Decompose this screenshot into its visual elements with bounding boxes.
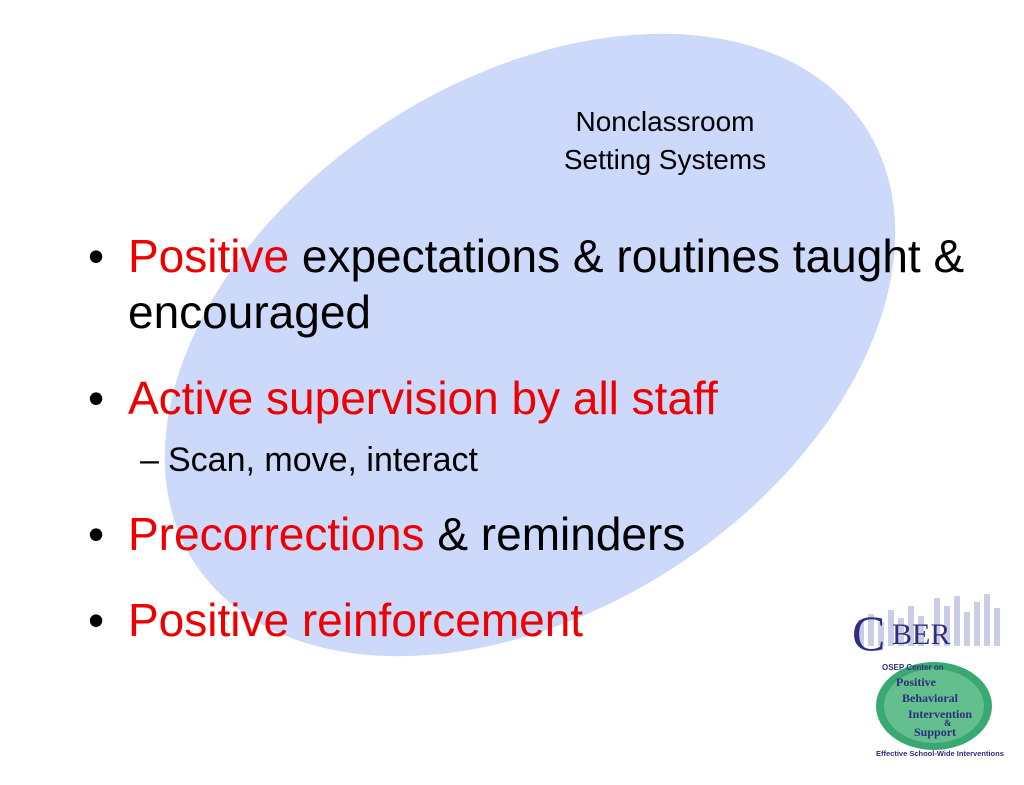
bullet-item: • Positive expectations & routines taugh… xyxy=(88,228,988,340)
bullet-dot: • xyxy=(88,372,105,424)
cber-text: BER xyxy=(892,618,950,651)
bullet-dot: • xyxy=(88,230,105,282)
bullet-text: & reminders xyxy=(437,508,686,560)
pbis-behavioral: Behavioral xyxy=(902,691,959,705)
bullet-red-text: Positive xyxy=(128,230,290,282)
bullet-dot: • xyxy=(88,594,105,646)
sub-bullet-text: Scan, move, interact xyxy=(168,441,478,479)
bullet-item: • Positive reinforcement xyxy=(88,592,988,648)
pbis-ampersand: & xyxy=(944,718,952,728)
cber-c-letter: C xyxy=(852,605,885,661)
sub-bullet-dash: – xyxy=(140,441,159,479)
bullet-red-text: Active supervision by all staff xyxy=(128,372,718,424)
bullet-dot: • xyxy=(88,508,105,560)
sub-bullet-item: – Scan, move, interact xyxy=(88,438,988,482)
pbis-intervention: Intervention xyxy=(908,707,972,721)
cber-pbis-logo: C BER OSEP Center on Positive Behavioral… xyxy=(852,594,1004,758)
slide-title: Nonclassroom Setting Systems xyxy=(520,103,810,179)
bullet-red-text: Precorrections xyxy=(128,508,425,560)
bullet-item: • Precorrections & reminders xyxy=(88,506,988,562)
osep-text: OSEP Center on xyxy=(882,663,944,672)
pbis-support: Support xyxy=(914,725,956,739)
bullet-list: • Positive expectations & routines taugh… xyxy=(88,228,988,648)
pbis-tagline: Effective School-Wide Interventions xyxy=(876,749,1004,758)
pbis-positive: Positive xyxy=(896,675,937,689)
title-line-1: Nonclassroom xyxy=(575,106,755,137)
title-line-2: Setting Systems xyxy=(563,144,767,175)
pbis-circle-inner xyxy=(884,669,984,743)
bullet-red-text: Positive reinforcement xyxy=(128,594,584,646)
bullet-item: • Active supervision by all staff xyxy=(88,370,988,426)
bullet-text: expectations & routines taught & encoura… xyxy=(128,230,965,338)
